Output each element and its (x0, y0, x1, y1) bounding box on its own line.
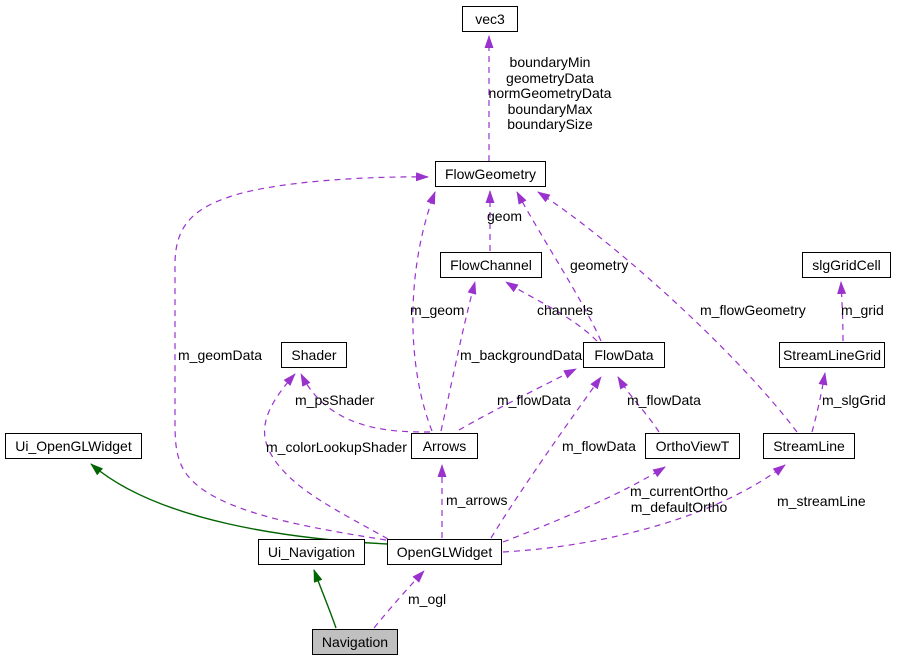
edge-navigation-inherits-uinavigation (313, 569, 337, 629)
node-flowchannel[interactable]: FlowChannel (440, 252, 542, 278)
edge-arrows-to-shader (300, 373, 431, 433)
edge-streamlinegrid-to-slggridcell (837, 281, 847, 342)
node-streamlinegrid[interactable]: StreamLineGrid (779, 342, 885, 368)
node-ui-navigation[interactable]: Ui_Navigation (258, 539, 365, 565)
node-arrows[interactable]: Arrows (411, 433, 478, 459)
node-vec3[interactable]: vec3 (462, 6, 518, 32)
edge-flowdata-to-flowchannel (505, 281, 598, 342)
edge-openglwidget-to-flowgeometry (174, 172, 429, 541)
edge-openglwidget-to-flowdata (490, 376, 602, 539)
node-orthoviewt[interactable]: OrthoViewT (645, 433, 740, 459)
edge-orthoviewt-to-flowdata (617, 376, 660, 433)
node-ui-openglwidget[interactable]: Ui_OpenGLWidget (5, 433, 142, 459)
node-shader[interactable]: Shader (281, 342, 347, 368)
node-navigation[interactable]: Navigation (312, 629, 398, 655)
node-flowdata[interactable]: FlowData (583, 342, 665, 368)
edge-openglwidget-to-shader (264, 373, 389, 540)
node-slggridcell[interactable]: slgGridCell (802, 252, 891, 278)
edge-streamline-to-flowgeometry (537, 191, 798, 433)
edge-openglwidget-inherits-uiopenglwidget (90, 463, 388, 545)
edge-streamline-to-streamlinegrid (811, 372, 828, 433)
edge-openglwidget-to-orthoviewt (502, 466, 666, 543)
node-flowgeometry[interactable]: FlowGeometry (435, 161, 546, 187)
edge-arrows-to-flowchannel (440, 281, 477, 432)
edge-arrows-to-flowgeometry (412, 191, 436, 432)
node-streamline[interactable]: StreamLine (763, 433, 855, 459)
edge-openglwidget-to-streamline (502, 464, 786, 553)
edge-navigation-to-openglwidget (373, 570, 425, 629)
edge-arrows-to-flowdata (458, 368, 577, 431)
node-openglwidget[interactable]: OpenGLWidget (387, 539, 502, 565)
